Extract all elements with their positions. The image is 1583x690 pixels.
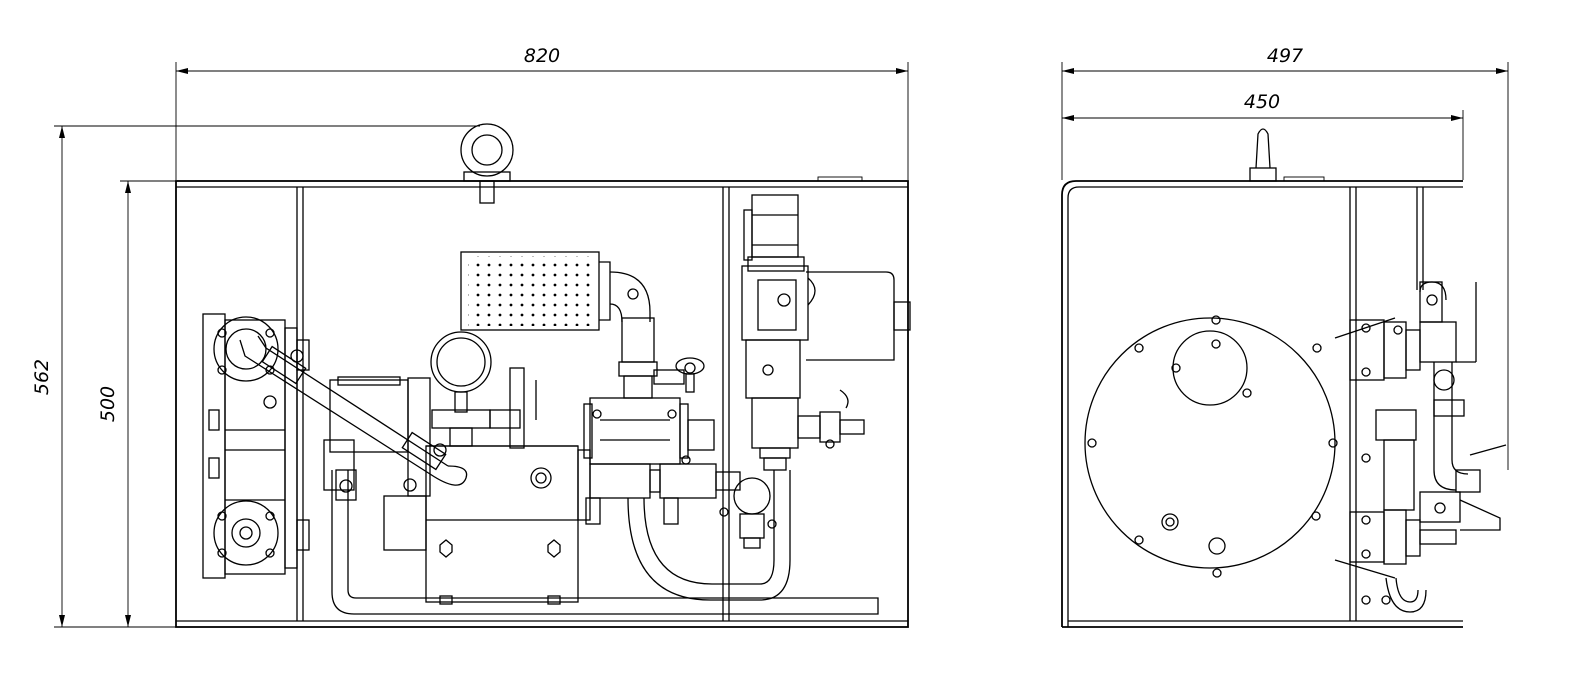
return-hoses — [331, 469, 879, 615]
relief-valve-column — [741, 194, 911, 471]
side-pipework — [1419, 281, 1507, 545]
side-view: 497 450 — [1061, 45, 1509, 628]
side-pump-stack — [1334, 317, 1427, 613]
dimension-label-450: 450 — [1244, 91, 1280, 113]
frame — [175, 176, 909, 628]
dimension-side-total-width: 497 — [1061, 45, 1509, 470]
diagonal-hose — [239, 335, 468, 492]
dimension-front-width: 820 — [175, 45, 909, 180]
left-pump-flange — [202, 313, 310, 579]
dimension-label-500: 500 — [97, 386, 119, 422]
side-eye-bolt — [1249, 128, 1277, 182]
motor — [323, 376, 591, 605]
pump-body — [530, 397, 715, 489]
round-cover-plate — [1084, 315, 1338, 578]
valve-row — [585, 463, 777, 549]
dimension-label-820: 820 — [524, 45, 560, 67]
dimension-side-body-width: 450 — [1062, 91, 1464, 180]
dimension-front-body-height: 500 — [97, 180, 176, 627]
side-frame — [1061, 176, 1463, 628]
lifting-eye-bolt — [460, 123, 514, 204]
front-view: 820 562 500 — [31, 45, 911, 628]
dimension-label-497: 497 — [1267, 45, 1303, 67]
filter-cylinder — [460, 251, 658, 399]
right-hose-nozzle — [797, 389, 865, 449]
dimension-front-total-height: 562 — [31, 125, 480, 628]
pressure-gauge — [430, 331, 537, 449]
dimension-label-562: 562 — [31, 359, 53, 395]
handwheel-valve — [653, 357, 705, 393]
